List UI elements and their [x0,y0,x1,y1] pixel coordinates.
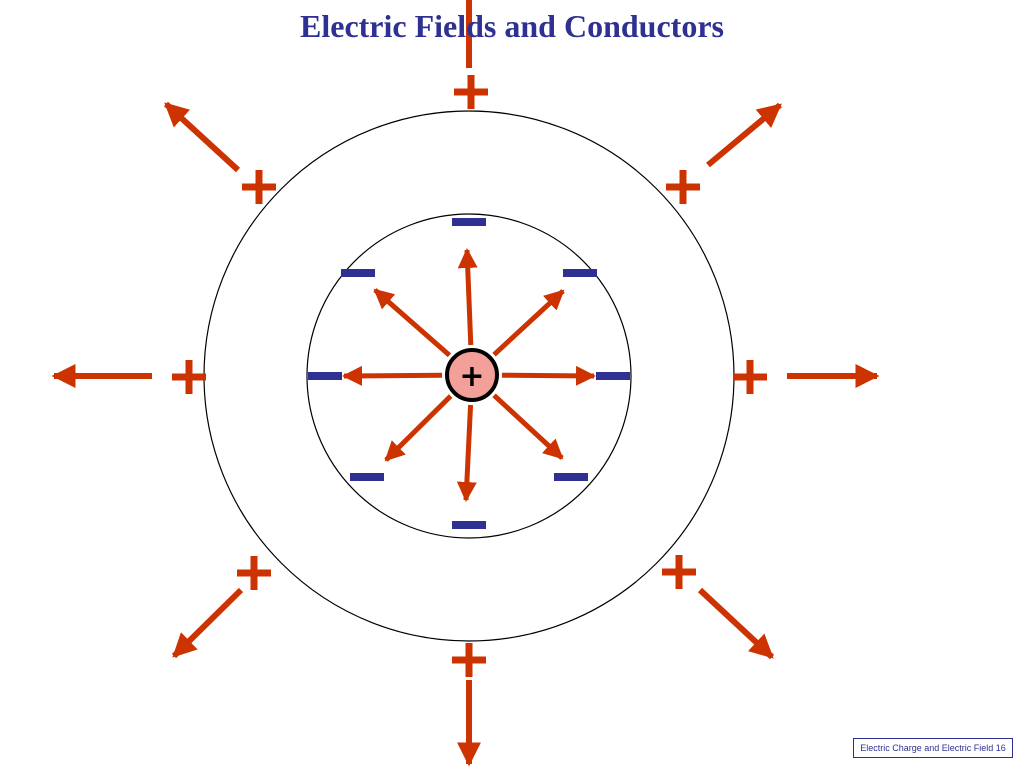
inner-field-arrow-6 [342,365,443,386]
outer-field-arrow-7 [163,101,241,173]
positive-charge-2 [733,360,767,394]
outer-field-arrow-3 [697,587,775,660]
outer-field-arrow-1 [706,102,782,168]
negative-charge-1 [563,269,597,277]
inner-field-arrow-3 [492,393,564,460]
point-charge-symbol: + [459,359,484,394]
induced-negative-charges [308,218,630,529]
inner-field-arrow-7 [373,288,452,358]
inner-field-arrow-5 [384,394,453,462]
positive-charge-1 [666,170,700,204]
negative-charge-2 [596,372,630,380]
negative-charge-3 [554,473,588,481]
positive-charge-6 [172,360,206,394]
slide-footer: Electric Charge and Electric Field 16 [853,738,1013,758]
positive-charge-7 [242,170,276,204]
inner-field-arrow-2 [501,365,596,386]
negative-charge-0 [452,218,486,226]
inner-field-arrow-0 [457,248,478,346]
outer-field-lines [51,0,880,767]
inner-cavity-surface [306,213,632,539]
positive-charge-0 [454,75,488,109]
positive-charge-3 [662,555,696,589]
inner-field-arrow-4 [456,404,477,502]
central-point-charge: + [445,348,499,402]
point-charge-circle [445,348,499,402]
inner-field-lines [342,248,596,502]
negative-charge-4 [452,521,486,529]
page-title: Electric Fields and Conductors [300,8,724,44]
negative-charge-7 [341,269,375,277]
outer-field-arrow-5 [171,587,244,659]
inner-field-arrow-1 [492,289,565,357]
induced-positive-charges [172,75,767,677]
positive-charge-5 [237,556,271,590]
negative-charge-6 [308,372,342,380]
positive-charge-4 [452,643,486,677]
negative-charge-5 [350,473,384,481]
